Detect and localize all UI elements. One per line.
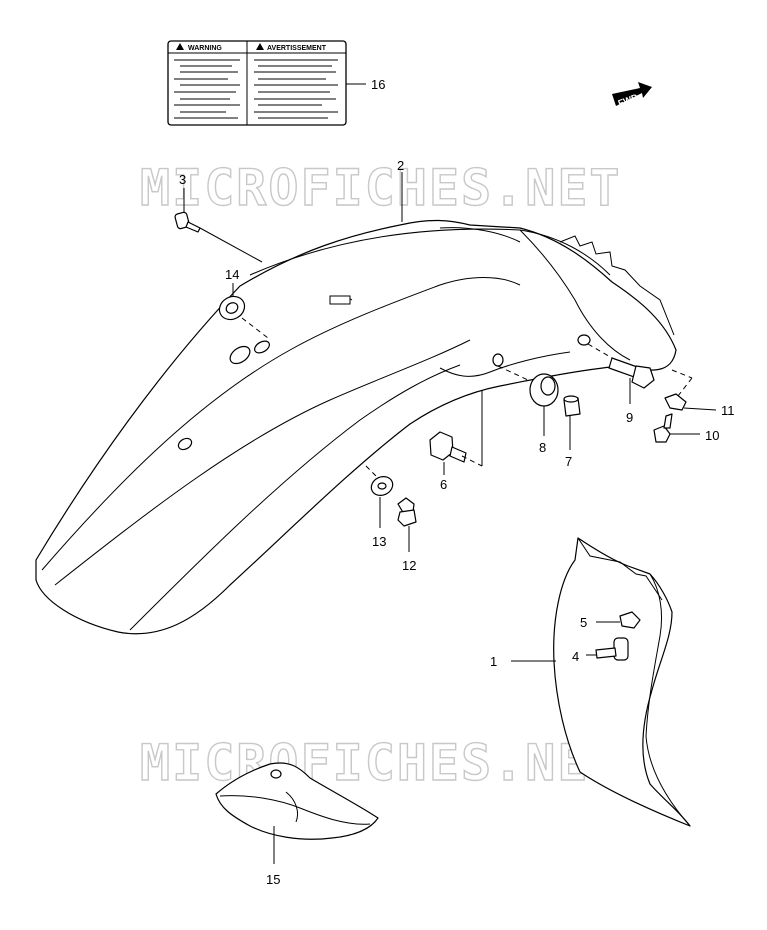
watermark-bottom: MICROFICHES.NET xyxy=(140,734,622,792)
callout-16: 16 xyxy=(371,77,385,92)
callout-14: 14 xyxy=(225,267,239,282)
mud-flap xyxy=(553,537,691,827)
callout-11: 11 xyxy=(721,403,735,418)
warning-label: WARNING AVERTISSEMENT xyxy=(167,40,347,126)
callout-7: 7 xyxy=(565,454,572,469)
callout-5: 5 xyxy=(580,615,587,630)
bolt-9 xyxy=(608,357,655,389)
nut-5 xyxy=(619,611,641,629)
watermark-top: MICROFICHES.NET xyxy=(140,159,622,217)
callout-8: 8 xyxy=(539,440,546,455)
callout-10: 10 xyxy=(705,428,719,443)
tool-bag xyxy=(215,762,379,840)
screw-12 xyxy=(397,497,417,527)
grommet-8 xyxy=(529,373,559,407)
nut-11 xyxy=(664,393,687,411)
callout-2: 2 xyxy=(397,158,404,173)
callout-15: 15 xyxy=(266,872,280,887)
avertissement-heading: AVERTISSEMENT xyxy=(267,45,327,52)
bolt-6 xyxy=(429,431,467,463)
warning-triangle-icon xyxy=(256,43,264,50)
washer-13 xyxy=(370,476,394,496)
collar-7 xyxy=(563,395,581,417)
callout-12: 12 xyxy=(402,558,416,573)
callout-6: 6 xyxy=(440,477,447,492)
callout-9: 9 xyxy=(626,410,633,425)
callout-1: 1 xyxy=(490,654,497,669)
screw-4 xyxy=(595,637,629,661)
callout-13: 13 xyxy=(372,534,386,549)
warning-heading: WARNING xyxy=(188,45,222,52)
screw-3 xyxy=(174,211,201,233)
callout-4: 4 xyxy=(572,649,579,664)
grommet-14 xyxy=(218,295,246,321)
callout-3: 3 xyxy=(179,172,186,187)
fwd-arrow-icon: FWD xyxy=(612,82,652,108)
warning-label-text-lines xyxy=(174,59,338,119)
warning-triangle-icon xyxy=(176,43,184,50)
rear-fender xyxy=(35,219,677,635)
screw-10 xyxy=(653,413,673,443)
